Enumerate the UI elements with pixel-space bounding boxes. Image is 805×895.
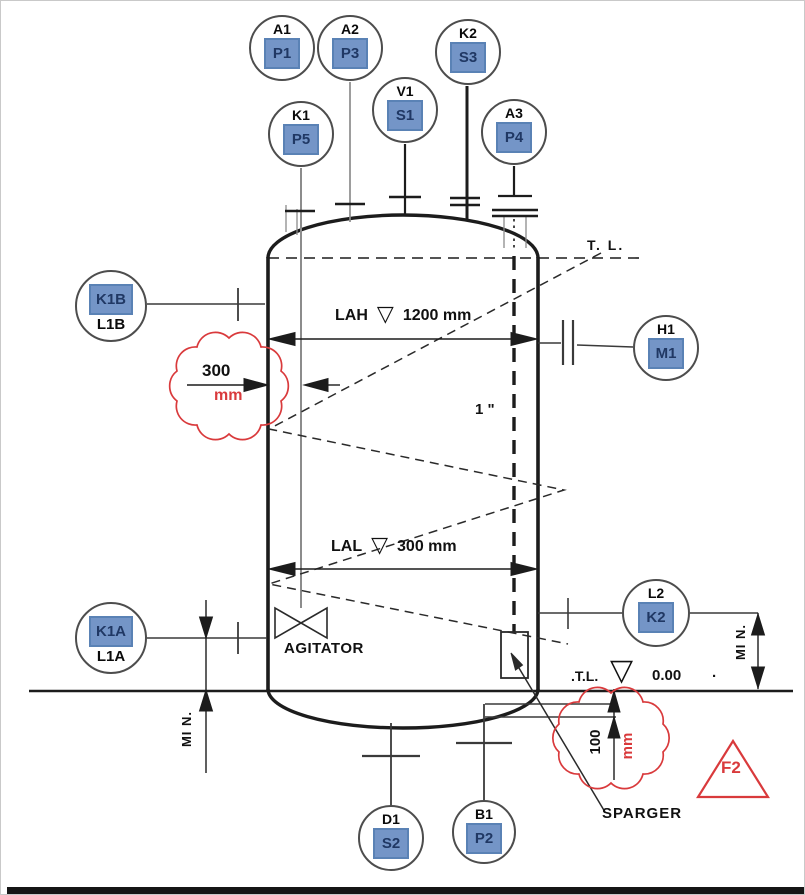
- instrument-code: K1A: [88, 616, 133, 647]
- instrument-bubble-k1a[interactable]: K1A L1A: [75, 602, 147, 674]
- elevation-value: 0.00: [652, 667, 682, 684]
- revision-clouds: [168, 331, 670, 790]
- instrument-subtag: L1B: [96, 316, 126, 333]
- instrument-bubble-k1b[interactable]: K1B L1B: [75, 270, 147, 342]
- f2-triangle: [696, 738, 770, 799]
- instrument-bubble-l2[interactable]: L2 K2: [622, 579, 690, 647]
- instrument-subtag: L1A: [96, 648, 126, 665]
- cloud-100-unit: mm: [618, 732, 636, 760]
- elevation-symbol-icon: ▽: [610, 654, 634, 687]
- level-symbol-icon: ▽: [371, 532, 389, 557]
- instrument-tag: D1: [382, 811, 400, 827]
- sparger-element: [500, 631, 529, 679]
- top-nozzles: [285, 86, 538, 251]
- instrument-code: K2: [638, 602, 674, 633]
- lal-label: LAL: [331, 538, 363, 555]
- instrument-code: P2: [466, 823, 502, 854]
- instrument-tag: V1: [396, 83, 414, 99]
- cloud-300-unit: mm: [214, 387, 243, 404]
- instrument-bubble-v1[interactable]: V1 S1: [372, 77, 438, 143]
- cloud-300-value: 300: [202, 361, 231, 380]
- bottom-bar: [7, 887, 804, 894]
- lah-label: LAH: [335, 307, 368, 324]
- dim-min-right: [750, 612, 766, 690]
- instrument-bubble-a1[interactable]: A1 P1: [249, 15, 315, 81]
- instrument-tag: K1: [292, 107, 310, 123]
- lal-annotation: LAL ▽ 300 mm: [331, 532, 457, 557]
- instrument-tag: A1: [273, 21, 291, 37]
- lah-value: 1200 mm: [402, 307, 472, 324]
- bottom-nozzles: [362, 703, 616, 806]
- vessel-outline: [266, 213, 540, 730]
- instrument-bubble-k1[interactable]: K1 P5: [268, 101, 334, 167]
- cloud-100-value: 100: [586, 729, 604, 755]
- lah-annotation: LAH ▽ 1200 mm: [335, 301, 472, 326]
- instrument-code: M1: [648, 338, 684, 369]
- dim-min-left: [198, 600, 214, 773]
- level-symbol-icon: ▽: [376, 301, 394, 326]
- elevation-trailing-dot: .: [712, 664, 717, 681]
- side-nozzles: [147, 288, 758, 654]
- instrument-code: K1B: [88, 284, 133, 315]
- instrument-tag: K2: [459, 25, 477, 41]
- instrument-code: P3: [332, 38, 368, 69]
- instrument-code: P1: [264, 38, 300, 69]
- instrument-tag: L2: [647, 585, 665, 601]
- level-span-arrows: [268, 331, 538, 577]
- sparger-label: SPARGER: [602, 805, 683, 822]
- instrument-code: P5: [283, 124, 319, 155]
- instrument-bubble-a2[interactable]: A2 P3: [317, 15, 383, 81]
- instrument-tag: B1: [475, 806, 493, 822]
- instrument-code: S2: [373, 828, 409, 859]
- instrument-code: S3: [450, 42, 486, 73]
- instrument-code: S1: [387, 100, 423, 131]
- min-dimension-label-right: MI N.: [732, 623, 748, 661]
- agitator-impeller: [274, 606, 328, 640]
- instrument-bubble-d1[interactable]: D1 S2: [358, 805, 424, 871]
- dim-300mm: [187, 377, 340, 393]
- dip-pipe-size-label: 1 ": [475, 401, 495, 418]
- instrument-bubble-h1[interactable]: H1 M1: [633, 315, 699, 381]
- instrument-tag: A2: [341, 21, 359, 37]
- instrument-code: P4: [496, 122, 532, 153]
- tangent-line-label-bottom: .T.L.: [571, 668, 599, 684]
- zigzag-level-line: [266, 252, 602, 645]
- tangent-line-label-top: T. L.: [587, 237, 625, 253]
- agitator-label: AGITATOR: [284, 640, 364, 657]
- instrument-bubble-k2s3[interactable]: K2 S3: [435, 19, 501, 85]
- instrument-tag: A3: [505, 105, 523, 121]
- instrument-bubble-b1[interactable]: B1 P2: [452, 800, 516, 864]
- dim-100mm: [607, 689, 621, 780]
- min-dimension-label-left: MI N.: [178, 710, 194, 748]
- instrument-tag: H1: [657, 321, 675, 337]
- agitator-shaft: [285, 82, 527, 608]
- f2-label: F2: [721, 758, 741, 777]
- instrument-bubble-a3[interactable]: A3 P4: [481, 99, 547, 165]
- lal-value: 300 mm: [397, 538, 457, 555]
